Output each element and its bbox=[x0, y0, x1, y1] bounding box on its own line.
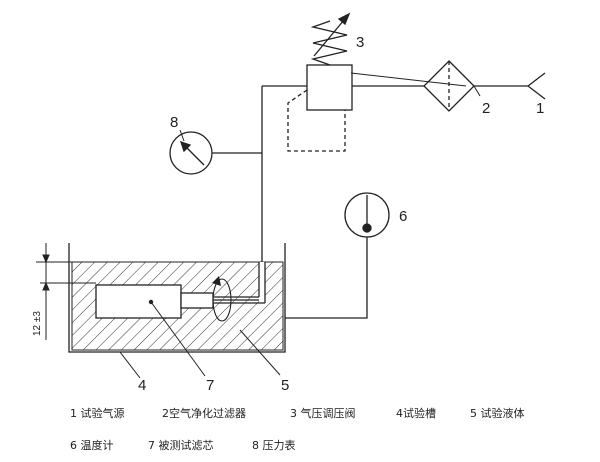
legend-row-2: 6 温度计 7 被测试滤芯 8 压力表 bbox=[0, 437, 600, 457]
legend-item: 4试验槽 bbox=[396, 407, 436, 420]
filter-element bbox=[95, 284, 182, 319]
callout-3: 3 bbox=[356, 34, 364, 51]
air-source-inlet bbox=[527, 72, 546, 100]
thermometer bbox=[285, 192, 390, 319]
callout-5: 5 bbox=[281, 377, 289, 394]
legend-row-1: 1 试验气源 2空气净化过滤器 3 气压调压阀 4试验槽 5 试验液体 bbox=[0, 405, 600, 425]
test-tank bbox=[40, 243, 286, 353]
leader-lines bbox=[119, 72, 481, 379]
filter-outlet-stub bbox=[180, 292, 214, 309]
filter-test-schematic: 12 ±3 1 2 3 4 5 6 7 8 bbox=[32, 12, 546, 394]
dimension-label: 12 ±3 bbox=[32, 311, 43, 336]
callout-1: 1 bbox=[536, 100, 544, 117]
legend-item: 3 气压调压阀 bbox=[290, 407, 356, 420]
legend-item: 6 温度计 bbox=[70, 439, 114, 452]
level-dimension bbox=[36, 243, 72, 340]
callout-4: 4 bbox=[138, 377, 146, 394]
legend-item: 2空气净化过滤器 bbox=[162, 407, 246, 420]
callout-7: 7 bbox=[206, 377, 214, 394]
callout-6: 6 bbox=[399, 208, 407, 225]
legend-item: 7 被测试滤芯 bbox=[148, 439, 214, 452]
pressure-gauge bbox=[169, 131, 262, 175]
legend-item: 1 试验气源 bbox=[70, 407, 125, 420]
air-filter-symbol bbox=[423, 60, 475, 112]
legend-item: 5 试验液体 bbox=[470, 407, 525, 420]
pressure-regulator-valve bbox=[287, 12, 353, 152]
legend-item: 8 压力表 bbox=[252, 439, 296, 452]
callout-8: 8 bbox=[170, 114, 178, 131]
callout-2: 2 bbox=[482, 100, 490, 117]
